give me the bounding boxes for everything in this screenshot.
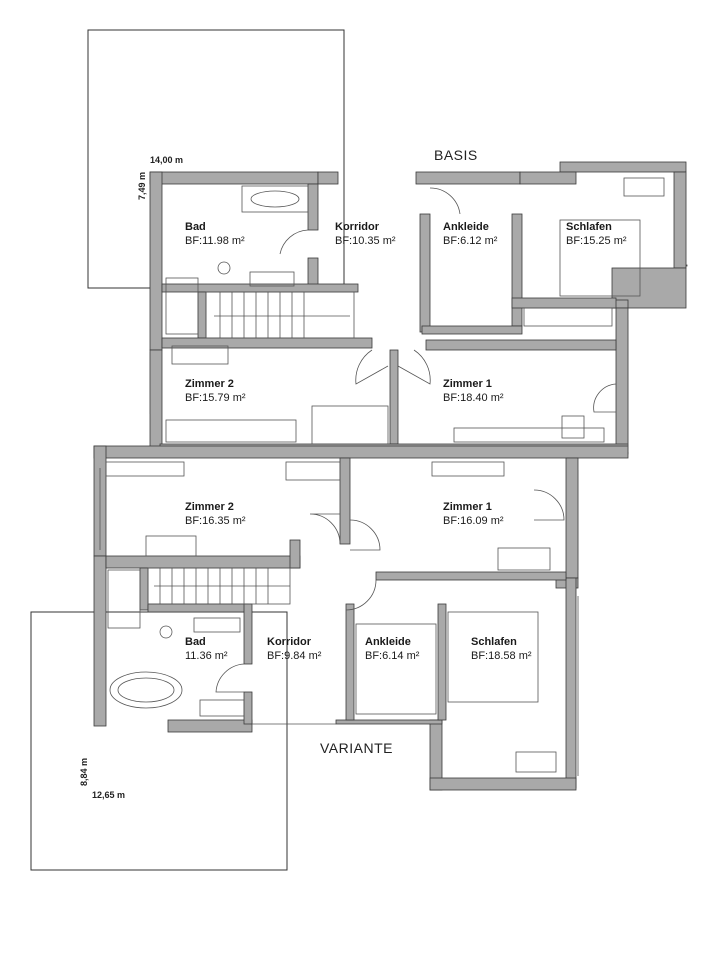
variante-width-dimension: 12,65 m xyxy=(92,790,126,800)
room-name: Bad xyxy=(185,221,206,233)
room-label: Bad 11.36 m² xyxy=(185,635,228,663)
room-label: Ankleide BF:6.14 m² xyxy=(365,635,419,663)
room-name: Schlafen xyxy=(471,636,517,648)
fixtures xyxy=(99,172,687,776)
room-name: Schlafen xyxy=(566,221,612,233)
room-area: BF:9.84 m² xyxy=(267,650,322,662)
room-name: Ankleide xyxy=(365,636,411,648)
room-area: BF:10.35 m² xyxy=(335,235,396,247)
room-name: Zimmer 1 xyxy=(443,501,492,513)
room-name: Zimmer 1 xyxy=(443,378,492,390)
room-label: Zimmer 1 BF:18.40 m² xyxy=(443,377,504,405)
room-area: BF:11.98 m² xyxy=(185,235,245,247)
variante-plan xyxy=(93,445,629,791)
room-area: BF:16.09 m² xyxy=(443,515,504,527)
variante-heading: VARIANTE xyxy=(320,740,393,756)
room-label: Ankleide BF:6.12 m² xyxy=(443,220,497,248)
room-area: BF:15.79 m² xyxy=(185,392,246,404)
room-label: Bad BF:11.98 m² xyxy=(185,220,245,248)
room-label: Schlafen BF:15.25 m² xyxy=(566,220,627,248)
room-label: Schlafen BF:18.58 m² xyxy=(471,635,532,663)
room-area: 11.36 m² xyxy=(185,650,228,662)
basis-width-dimension: 14,00 m xyxy=(150,155,184,165)
room-area: BF:18.58 m² xyxy=(471,650,532,662)
variante-depth-dimension: 8,84 m xyxy=(79,757,89,786)
basis-plan xyxy=(149,161,688,455)
room-name: Zimmer 2 xyxy=(185,501,234,513)
room-name: Bad xyxy=(185,636,206,648)
room-name: Ankleide xyxy=(443,221,489,233)
basis-heading: BASIS xyxy=(434,147,478,163)
room-area: BF:15.25 m² xyxy=(566,235,627,247)
room-area: BF:16.35 m² xyxy=(185,515,246,527)
room-label: Zimmer 2 BF:15.79 m² xyxy=(185,377,246,405)
room-name: Korridor xyxy=(267,636,311,648)
room-name: Zimmer 2 xyxy=(185,378,234,390)
room-name: Korridor xyxy=(335,221,379,233)
basis-depth-dimension: 7,49 m xyxy=(137,171,147,200)
basis-terrace xyxy=(87,29,345,289)
room-area: BF:6.14 m² xyxy=(365,650,420,662)
room-area: BF:6.12 m² xyxy=(443,235,498,247)
room-label: Zimmer 1 BF:16.09 m² xyxy=(443,500,504,528)
room-label: Korridor BF:9.84 m² xyxy=(267,635,321,663)
room-label: Zimmer 2 BF:16.35 m² xyxy=(185,500,246,528)
room-area: BF:18.40 m² xyxy=(443,392,504,404)
room-label: Korridor BF:10.35 m² xyxy=(335,220,396,248)
